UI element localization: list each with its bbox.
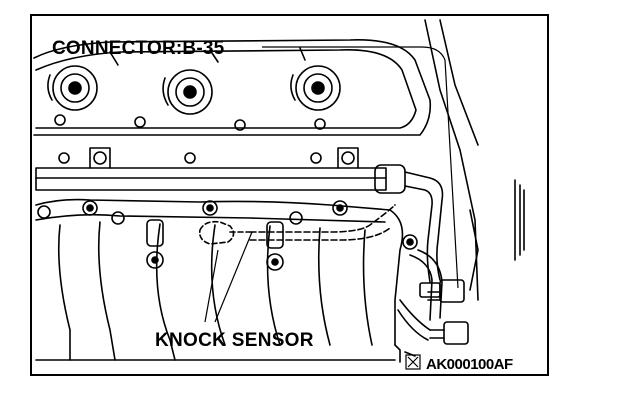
figure-code-text: AK000100AF [426,356,513,373]
connector-label: CONNECTOR:B-35 [52,38,225,59]
connector-leader-line [262,46,459,289]
engine-block-right [424,19,525,301]
knock-sensor-leader-line [204,231,253,323]
manifold-bolts [37,200,418,271]
diagram-frame [30,14,549,376]
fuel-rail [35,147,444,283]
figure-code: AK000100AF [405,354,514,373]
ignition-coils [47,65,341,115]
valve-cover [33,39,432,136]
connector-b-35 [397,249,469,345]
knock-sensor-label: KNOCK SENSOR [155,330,314,351]
knock-sensor-harness [249,204,396,241]
knock-sensor [198,220,251,245]
